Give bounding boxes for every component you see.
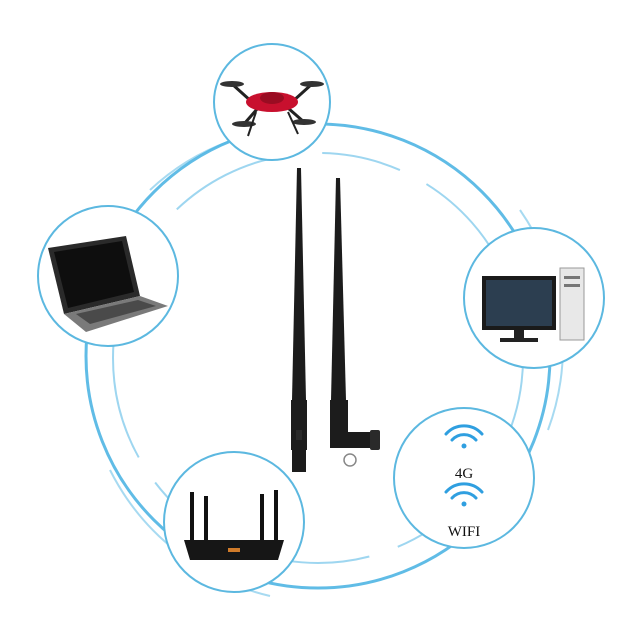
laptop-badge bbox=[37, 205, 179, 347]
laptop-icon bbox=[48, 236, 168, 332]
router-badge bbox=[163, 451, 305, 593]
desktop-computer-icon bbox=[482, 267, 585, 342]
drone-icon bbox=[220, 81, 324, 137]
wifi-icon bbox=[444, 482, 484, 507]
wireless-badge: 4G WIFI bbox=[393, 407, 535, 549]
antenna-icon bbox=[330, 178, 380, 467]
four-g-label: 4G bbox=[455, 466, 474, 482]
drone-badge bbox=[213, 43, 331, 161]
desktop-badge bbox=[463, 227, 605, 369]
router-icon bbox=[184, 490, 284, 560]
wifi-icon bbox=[444, 424, 484, 449]
wifi-label: WIFI bbox=[448, 524, 481, 540]
antenna-icon bbox=[291, 168, 307, 472]
